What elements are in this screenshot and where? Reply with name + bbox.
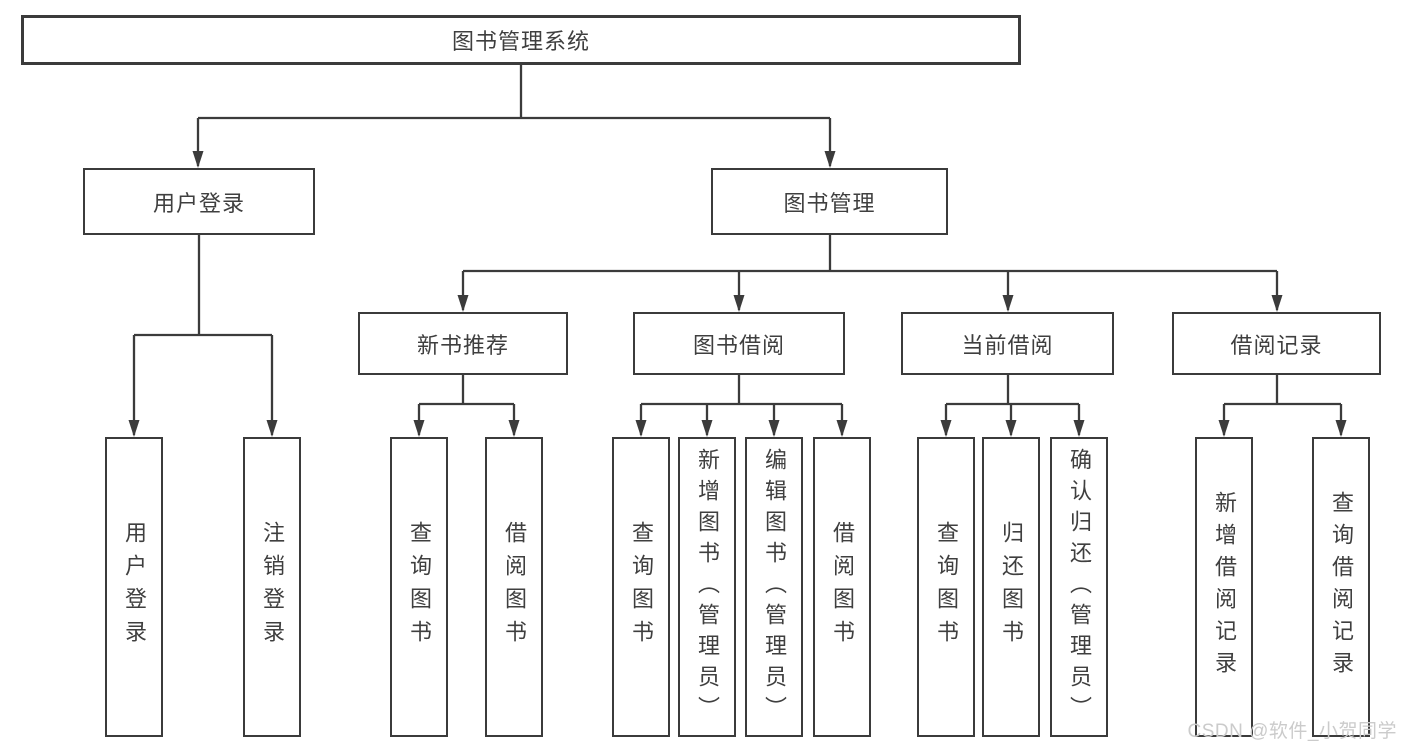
leaf-confirm-return-admin: 确认归还（管理员） [1050, 437, 1108, 737]
connector-book-mgmt [457, 235, 1283, 312]
leaf-query-book-current: 查询图书 [917, 437, 975, 737]
node-current-borrow-label: 当前借阅 [961, 332, 1054, 358]
node-user-login: 用户登录 [83, 168, 315, 235]
connector-borrow-records [1218, 375, 1347, 437]
node-new-book-recommend-label: 新书推荐 [416, 332, 509, 358]
leaf-confirm-return-admin-label: 确认归还（管理员） [1067, 447, 1092, 727]
leaf-query-book-current-label: 查询图书 [934, 521, 959, 653]
leaf-query-book-recommend: 查询图书 [390, 437, 448, 737]
node-book-borrow-label: 图书借阅 [692, 332, 785, 358]
leaf-query-book-borrow: 查询图书 [612, 437, 670, 737]
leaf-logout: 注销登录 [243, 437, 301, 737]
connector-user-login [128, 235, 278, 437]
connector-root [192, 65, 836, 168]
leaf-edit-book-admin: 编辑图书（管理员） [745, 437, 803, 737]
node-borrow-records-label: 借阅记录 [1230, 332, 1323, 358]
leaf-add-borrow-record-label: 新增借阅记录 [1212, 491, 1237, 683]
leaf-query-borrow-record: 查询借阅记录 [1312, 437, 1370, 737]
leaf-borrow-book: 借阅图书 [813, 437, 871, 737]
leaf-edit-book-admin-label: 编辑图书（管理员） [762, 447, 787, 727]
node-root-system: 图书管理系统 [21, 15, 1021, 65]
leaf-query-book-borrow-label: 查询图书 [629, 521, 654, 653]
leaf-add-borrow-record: 新增借阅记录 [1195, 437, 1253, 737]
leaf-query-borrow-record-label: 查询借阅记录 [1329, 491, 1354, 683]
leaf-borrow-book-label: 借阅图书 [830, 521, 855, 653]
leaf-borrow-book-recommend-label: 借阅图书 [502, 521, 527, 653]
connector-current-borrow [940, 375, 1085, 437]
leaf-query-book-recommend-label: 查询图书 [407, 521, 432, 653]
node-borrow-records: 借阅记录 [1172, 312, 1381, 375]
connector-book-borrow [635, 375, 848, 437]
leaf-return-book: 归还图书 [982, 437, 1040, 737]
leaf-logout-label: 注销登录 [260, 521, 285, 653]
leaf-borrow-book-recommend: 借阅图书 [485, 437, 543, 737]
leaf-user-login-label: 用户登录 [122, 521, 147, 653]
leaf-add-book-admin-label: 新增图书（管理员） [695, 447, 720, 727]
node-book-management: 图书管理 [711, 168, 948, 235]
node-user-login-label: 用户登录 [152, 190, 245, 216]
leaf-return-book-label: 归还图书 [999, 521, 1024, 653]
node-current-borrow: 当前借阅 [901, 312, 1114, 375]
leaf-user-login: 用户登录 [105, 437, 163, 737]
node-new-book-recommend: 新书推荐 [358, 312, 568, 375]
node-book-borrow: 图书借阅 [633, 312, 845, 375]
node-book-management-label: 图书管理 [783, 190, 876, 216]
leaf-add-book-admin: 新增图书（管理员） [678, 437, 736, 737]
csdn-watermark: CSDN @软件_小贺同学 [1187, 721, 1397, 742]
connector-new-books [413, 375, 520, 437]
node-root-label: 图书管理系统 [451, 29, 590, 54]
